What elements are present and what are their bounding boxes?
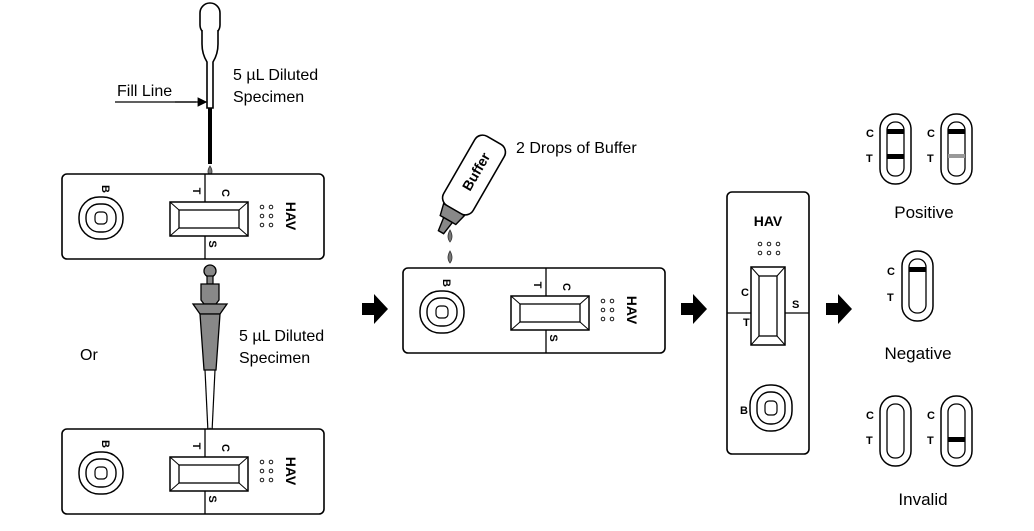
line-t-label: T — [927, 153, 934, 165]
well-b-label: B — [99, 440, 111, 448]
cassette-name: HAV — [754, 213, 783, 229]
result-invalid: C T C T Invalid — [866, 395, 973, 509]
line-t-label: T — [531, 282, 543, 289]
line-t-label: T — [190, 443, 202, 450]
dot-pattern — [259, 459, 274, 483]
line-c-label: C — [887, 266, 895, 278]
well-s-label: S — [206, 240, 218, 247]
positive-label: Positive — [894, 203, 954, 222]
line-c-label: C — [219, 444, 231, 452]
line-c-label: C — [560, 283, 572, 291]
pipette-specimen-label: Specimen — [233, 89, 304, 106]
micropipette-volume-label: 5 µL Diluted — [239, 328, 324, 345]
dot-pattern — [259, 204, 274, 228]
fill-line-label: Fill Line — [117, 83, 172, 100]
fill-line-annotation: Fill Line — [115, 83, 208, 107]
cassette-bottom: B T C S HAV — [61, 428, 325, 515]
invalid-label: Invalid — [898, 490, 947, 509]
line-t-label: T — [743, 317, 750, 329]
result-positive: C T C T Positive — [866, 113, 973, 222]
line-c-label: C — [741, 287, 749, 299]
line-t-label: T — [866, 153, 873, 165]
dropper-pipette — [199, 2, 221, 177]
cassette-top: B T C S HAV — [61, 173, 325, 260]
cassette-name: HAV — [624, 296, 640, 325]
line-c-label: C — [927, 128, 935, 140]
well-b-label: B — [99, 185, 111, 193]
dot-pattern — [757, 241, 781, 256]
well-s-label: S — [547, 334, 559, 341]
cassette-vertical: HAV C T S B — [726, 191, 810, 455]
negative-label: Negative — [884, 344, 951, 363]
line-c-label: C — [927, 410, 935, 422]
line-c-label: C — [219, 189, 231, 197]
cassette-name: HAV — [283, 457, 299, 486]
dot-pattern — [600, 298, 615, 322]
line-t-label: T — [887, 292, 894, 304]
step-arrow-icon — [681, 294, 707, 324]
or-label: Or — [80, 347, 98, 364]
buffer-drop-icon — [447, 229, 453, 243]
step-arrow-icon — [826, 294, 852, 324]
well-b-label: B — [440, 279, 452, 287]
line-t-label: T — [866, 435, 873, 447]
pipette-volume-label: 5 µL Diluted — [233, 67, 318, 84]
cassette-middle: B T C S HAV — [402, 267, 666, 354]
buffer-drop-icon — [447, 250, 453, 264]
micropipette-specimen-label: Specimen — [239, 350, 310, 367]
well-b-label: B — [740, 405, 748, 417]
buffer-instruction-label: 2 Drops of Buffer — [516, 140, 637, 157]
micropipette — [191, 264, 229, 441]
line-c-label: C — [866, 128, 874, 140]
step-arrow-icon — [362, 294, 388, 324]
well-s-label: S — [792, 299, 799, 311]
well-s-label: S — [206, 495, 218, 502]
line-c-label: C — [866, 410, 874, 422]
line-t-label: T — [190, 188, 202, 195]
result-negative: C T Negative — [884, 250, 952, 363]
line-t-label: T — [927, 435, 934, 447]
buffer-bottle: Buffer — [437, 134, 507, 235]
cassette-name: HAV — [283, 202, 299, 231]
